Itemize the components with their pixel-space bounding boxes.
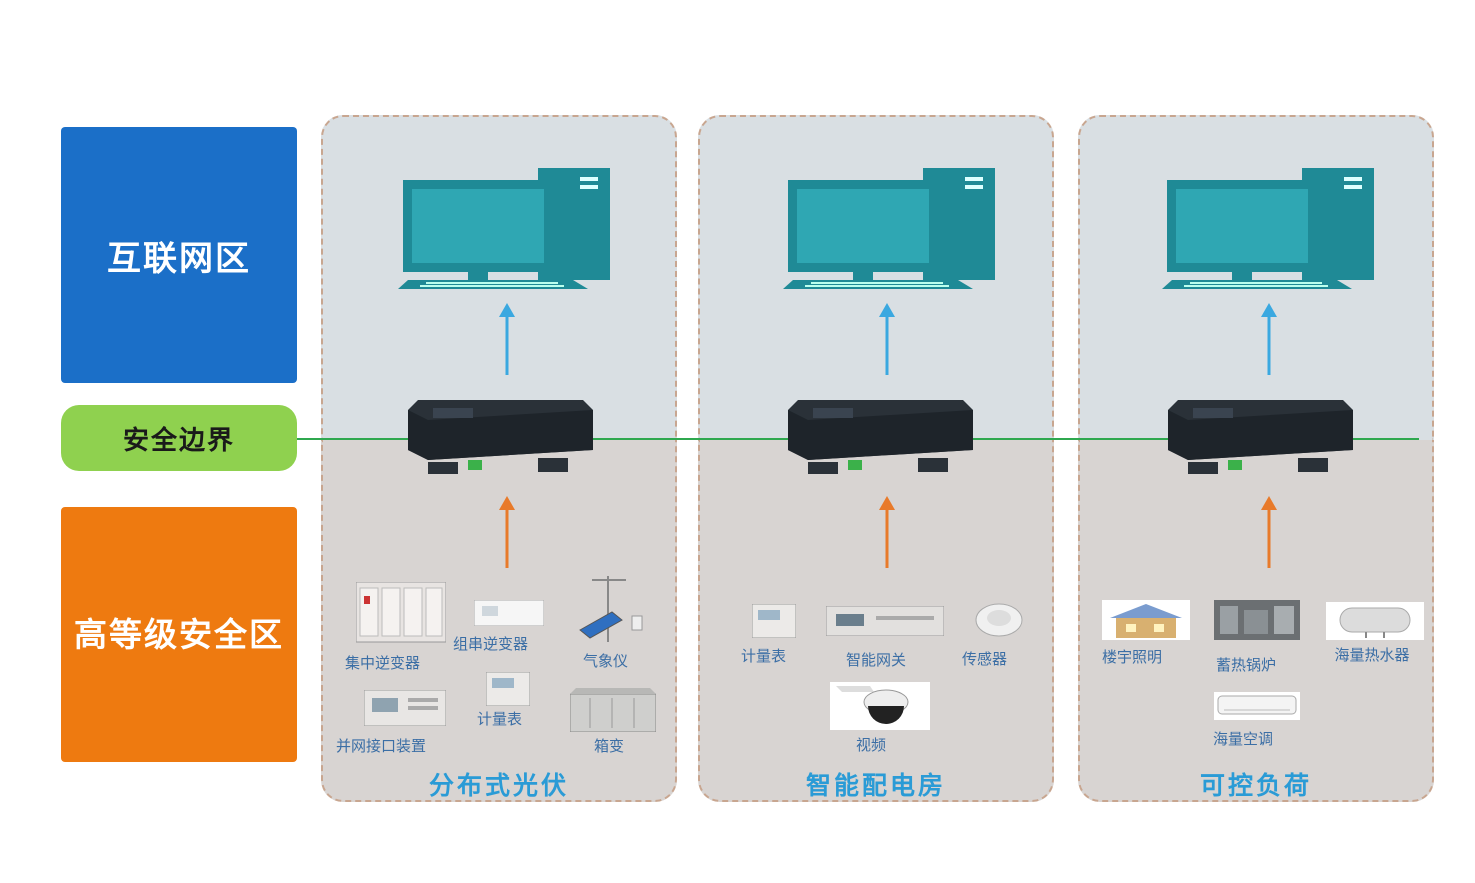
panel-title: 智能配电房: [805, 771, 946, 800]
sensor-icon: [975, 603, 1023, 637]
meter-icon: [486, 672, 530, 706]
device-label: 箱变: [594, 737, 625, 755]
zone-security-boundary-label: 安全边界: [61, 405, 297, 471]
orange-up-arrow-icon: [499, 496, 515, 568]
device-label: 海量热水器: [1334, 646, 1410, 664]
box-transformer-icon: [570, 688, 656, 732]
computer-icon: [1162, 168, 1374, 289]
weather-station-icon: [579, 576, 643, 642]
gateway-device-icon: [408, 400, 593, 474]
computer-icon: [783, 168, 995, 289]
device-label: 集中逆变器: [345, 654, 421, 672]
device-label: 传感器: [962, 650, 1008, 668]
blue-up-arrow-icon: [1261, 303, 1277, 375]
device-label: 气象仪: [583, 652, 629, 670]
device-label: 计量表: [741, 647, 787, 665]
device-label: 蓄热锅炉: [1216, 656, 1277, 674]
device-label: 并网接口装置: [336, 737, 427, 755]
device-label: 海量空调: [1213, 730, 1274, 748]
air-conditioner-icon: [1214, 692, 1300, 720]
central-inverter-icon: [356, 582, 446, 643]
building-lighting-icon: [1102, 600, 1190, 640]
device-label: 视频: [856, 736, 887, 754]
panel-load-internet-area: [1078, 115, 1434, 440]
panel-pv-internet-area: [321, 115, 677, 440]
string-inverter-icon: [474, 600, 544, 626]
zone-high-security-line1: 高等级: [74, 614, 179, 654]
smart-gateway-icon: [826, 606, 944, 636]
thermal-boiler-icon: [1214, 600, 1300, 640]
device-label: 组串逆变器: [453, 635, 529, 653]
zone-internet-label: 互联网区: [61, 127, 297, 383]
zone-high-security-label: 高等级 安全区: [61, 507, 297, 762]
blue-up-arrow-icon: [499, 303, 515, 375]
gateway-device-icon: [1168, 400, 1353, 474]
zone-high-security-line2: 安全区: [179, 614, 284, 654]
orange-up-arrow-icon: [879, 496, 895, 568]
device-label: 智能网关: [846, 651, 907, 669]
blue-up-arrow-icon: [879, 303, 895, 375]
camera-icon: [830, 682, 930, 730]
water-heater-icon: [1326, 602, 1424, 640]
panel-title: 分布式光伏: [428, 771, 569, 800]
device-label: 楼宇照明: [1102, 648, 1163, 666]
orange-up-arrow-icon: [1261, 496, 1277, 568]
gateway-device-icon: [788, 400, 973, 474]
meter-icon: [752, 604, 796, 638]
grid-interface-device-icon: [364, 690, 446, 726]
device-label: 计量表: [477, 710, 523, 728]
computer-icon: [398, 168, 610, 289]
panel-title: 可控负荷: [1199, 771, 1312, 800]
